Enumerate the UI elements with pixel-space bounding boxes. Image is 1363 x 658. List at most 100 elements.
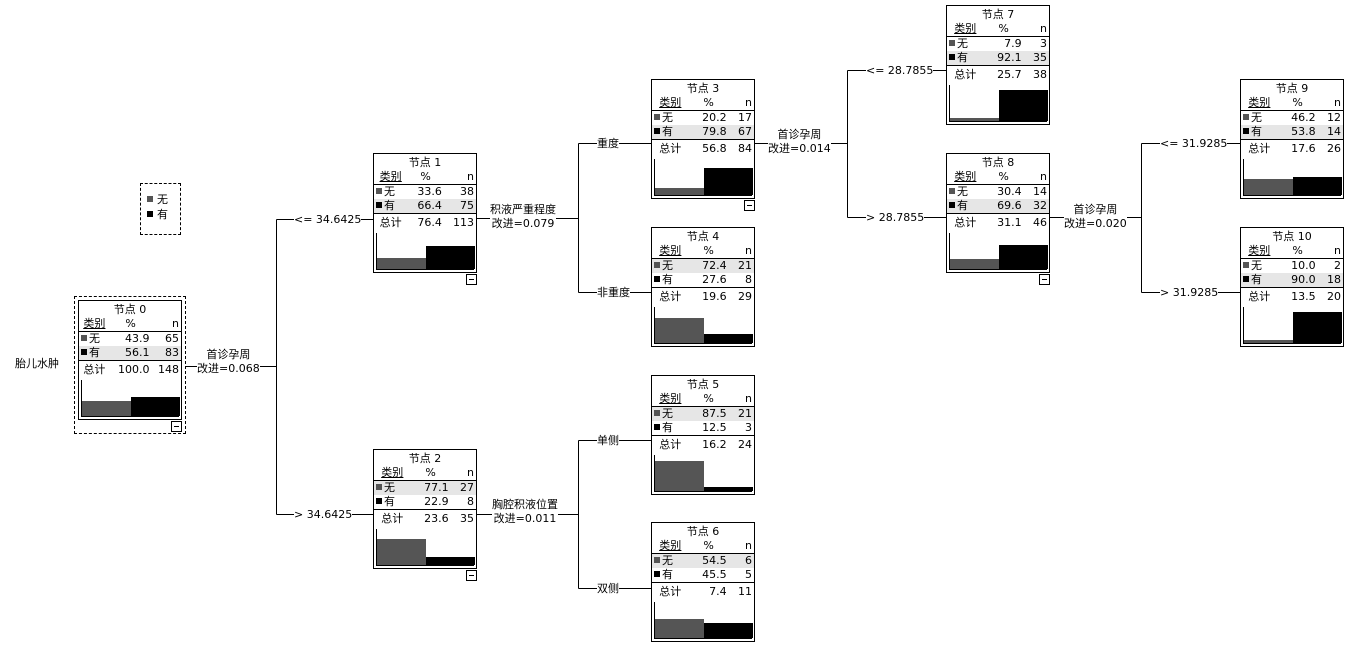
collapse-toggle-node-2[interactable] [466, 570, 477, 581]
category-percent: 56.1 [109, 346, 152, 361]
header-percent: % [420, 170, 431, 183]
bar-none [655, 188, 704, 195]
total-count: 113 [443, 213, 476, 230]
bar-none [655, 619, 704, 638]
node-bar-chart [654, 307, 753, 344]
node-table-header: 类别%n [947, 170, 1049, 185]
swatch-yes [654, 424, 660, 430]
category-label: 有 [957, 51, 968, 64]
swatch-yes [654, 571, 660, 577]
node-bar-chart [1243, 307, 1342, 344]
collapse-toggle-node-1[interactable] [466, 274, 477, 285]
header-n: n [1040, 170, 1047, 183]
category-percent: 43.9 [109, 331, 152, 346]
swatch-none [81, 335, 87, 341]
total-count: 46 [1023, 213, 1049, 230]
total-label: 总计 [652, 582, 689, 599]
header-n: n [745, 392, 752, 405]
swatch-none [949, 40, 955, 46]
total-percent: 76.4 [407, 213, 444, 230]
swatch-none [654, 557, 660, 563]
category-count: 14 [1317, 125, 1343, 140]
bar-yes [131, 397, 180, 416]
category-percent: 46.2 [1277, 110, 1318, 125]
root-variable-label: 胎儿水肿 [15, 357, 59, 370]
header-n: n [172, 317, 179, 330]
header-percent: % [703, 539, 714, 552]
category-percent: 33.6 [407, 184, 444, 199]
header-category: 类别 [381, 466, 404, 479]
total-count: 84 [728, 139, 754, 156]
header-percent: % [703, 244, 714, 257]
edge-label-node8: > 28.7855 [866, 211, 925, 224]
category-label: 有 [384, 199, 395, 212]
collapse-toggle-node-3[interactable] [744, 200, 755, 211]
node-bar-chart [1243, 159, 1342, 196]
legend: 无 有 [140, 183, 181, 235]
category-label: 无 [662, 111, 673, 124]
node-table-header: 类别%n [652, 392, 754, 407]
split-0-label: 首诊孕周 改进=0.068 [197, 348, 260, 376]
category-label: 无 [662, 259, 673, 272]
legend-label-none: 无 [157, 193, 168, 206]
node-table-header: 类别% n [652, 244, 754, 259]
swatch-none [376, 484, 382, 490]
edge-label-node9: <= 31.9285 [1160, 137, 1228, 150]
bar-none [655, 318, 704, 343]
swatch-none [1243, 262, 1249, 268]
split-8-label: 首诊孕周 改进=0.020 [1064, 203, 1127, 231]
bar-yes [704, 623, 753, 638]
header-category: 类别 [659, 244, 682, 257]
node-title: 节点 9 [1275, 82, 1309, 95]
category-label: 无 [662, 554, 673, 567]
total-count: 26 [1317, 139, 1343, 156]
header-category: 类别 [379, 170, 402, 183]
category-label: 无 [89, 332, 100, 345]
category-percent: 7.9 [983, 36, 1024, 51]
header-n: n [745, 96, 752, 109]
edge-label-node7: <= 28.7855 [866, 64, 934, 77]
node-table-header: 类别%n [1241, 244, 1343, 259]
collapse-toggle-node-0[interactable] [171, 421, 182, 432]
category-count: 8 [745, 273, 752, 286]
legend-item-yes: 有 [147, 207, 180, 222]
category-label: 无 [384, 185, 395, 198]
category-percent: 90.0 [1277, 273, 1318, 288]
node-bar-chart [376, 529, 475, 566]
header-n: n [745, 244, 752, 257]
node-table-header: 类别%n [947, 22, 1049, 37]
category-label: 无 [957, 185, 968, 198]
split-1-label: 积液严重程度 改进=0.079 [490, 203, 556, 231]
total-count: 38 [1023, 65, 1049, 82]
bar-none [377, 539, 426, 565]
category-label: 无 [1251, 259, 1262, 272]
bar-yes [704, 487, 753, 491]
category-label: 无 [384, 481, 395, 494]
collapse-toggle-node-8[interactable] [1039, 274, 1050, 285]
swatch-yes [654, 276, 660, 282]
